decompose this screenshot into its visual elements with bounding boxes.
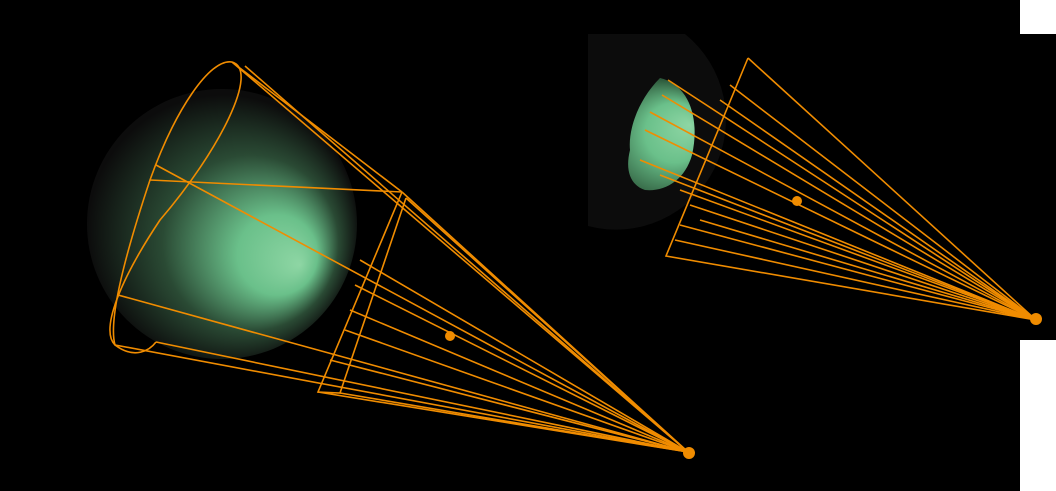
cone-frustum-right (639, 57, 1037, 321)
right-top-gutter (1020, 0, 1056, 34)
light-source-point (683, 447, 695, 459)
green-shaded-sphere (87, 89, 357, 359)
light-source-point-right (1030, 313, 1042, 325)
cone-frustum (109, 61, 689, 453)
frustum-center-point (445, 331, 455, 341)
right-bottom-gutter (1020, 340, 1056, 491)
left-view (87, 61, 695, 459)
frustum-center-point-right (792, 196, 802, 206)
right-view (588, 34, 1042, 325)
right-view-background (1020, 34, 1056, 340)
